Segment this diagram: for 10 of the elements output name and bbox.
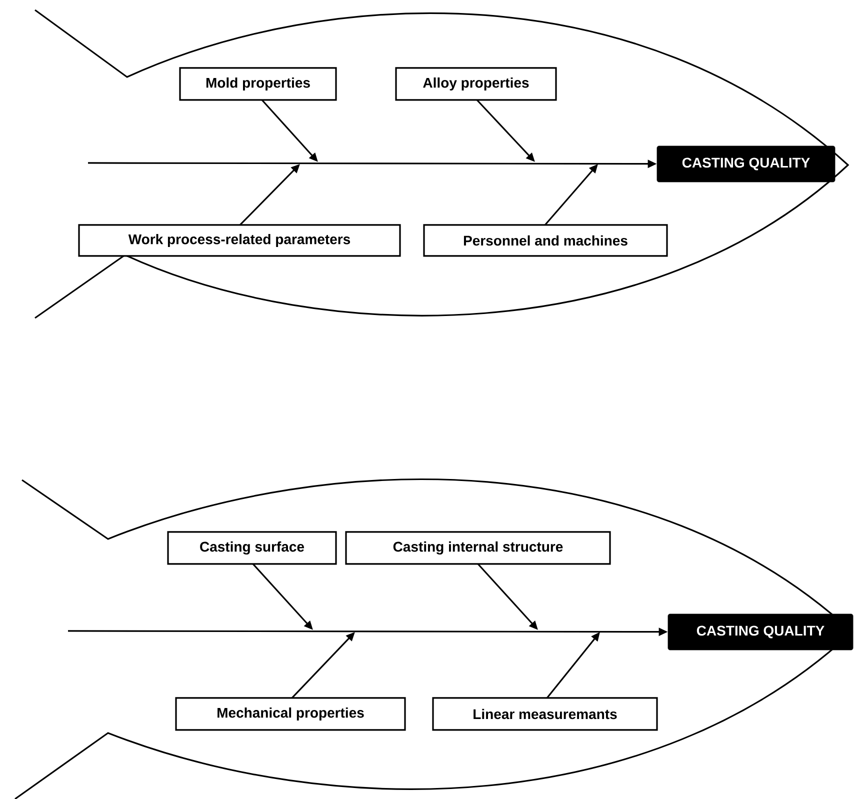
cause-box: Personnel and machines <box>423 224 668 257</box>
cause-box: Linear measuremants <box>432 697 658 731</box>
cause-box: Casting internal structure <box>345 531 611 565</box>
cause-box: Mold properties <box>179 67 337 101</box>
cause-box: Casting surface <box>167 531 337 565</box>
effect-box: CASTING QUALITY <box>656 146 836 182</box>
cause-box: Work process-related parameters <box>78 224 401 257</box>
cause-box: Alloy properties <box>395 67 557 101</box>
cause-box: Mechanical properties <box>175 697 406 731</box>
effect-box: CASTING QUALITY <box>668 614 854 650</box>
